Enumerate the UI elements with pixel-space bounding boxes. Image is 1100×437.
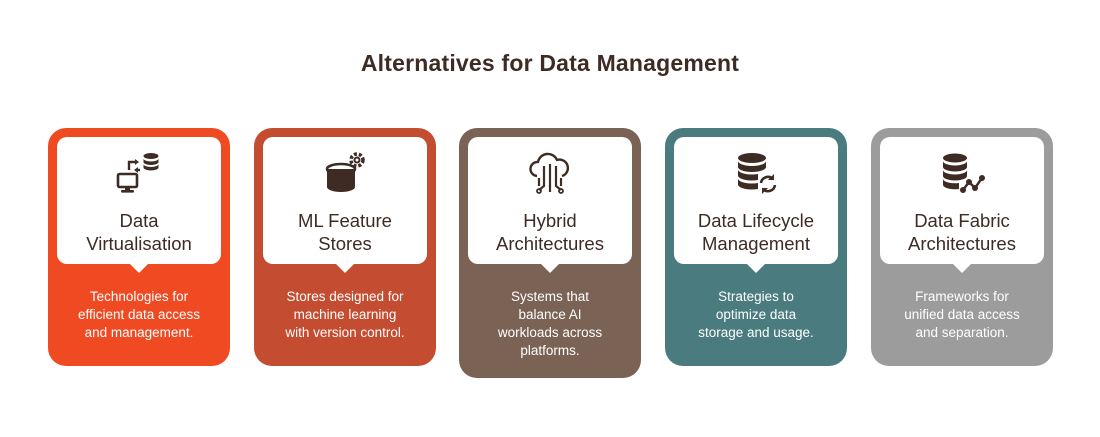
card-title: ML Feature Stores — [298, 210, 392, 254]
card-data-fabric-architectures: Data Fabric Architectures Frameworks for… — [871, 128, 1053, 366]
card-ml-feature-stores: ML Feature Stores Stores designed for ma… — [254, 128, 436, 366]
cloud-circuit-icon — [527, 150, 573, 196]
card-title: Data Lifecycle Management — [697, 210, 815, 254]
card-description: Strategies to optimize data storage and … — [698, 289, 814, 340]
card-header-panel: Hybrid Architectures — [468, 137, 632, 273]
page-title: Alternatives for Data Management — [360, 50, 740, 76]
database-gear-icon — [322, 150, 368, 196]
card-description: Systems that balance AI workloads across… — [497, 289, 603, 358]
card-title: Data Fabric Architectures — [908, 210, 1016, 254]
card-title: Hybrid Architectures — [496, 210, 604, 254]
database-network-icon — [939, 150, 985, 196]
card-header-panel: ML Feature Stores — [263, 137, 427, 273]
card-hybrid-architectures: Hybrid Architectures Systems that balanc… — [459, 128, 641, 378]
database-refresh-icon — [733, 150, 779, 196]
card-header-panel: Data Lifecycle Management — [674, 137, 838, 273]
card-description: Stores designed for machine learning wit… — [285, 289, 405, 340]
card-title: Data Virtualisation — [86, 210, 192, 254]
computer-database-sync-icon — [116, 150, 162, 196]
card-description: Technologies for efficient data access a… — [77, 289, 201, 340]
card-description: Frameworks for unified data access and s… — [904, 289, 1020, 340]
card-data-virtualisation: Data Virtualisation Technologies for eff… — [48, 128, 230, 366]
card-header-panel: Data Virtualisation — [57, 137, 221, 273]
card-data-lifecycle-management: Data Lifecycle Management Strategies to … — [665, 128, 847, 366]
card-header-panel: Data Fabric Architectures — [880, 137, 1044, 273]
